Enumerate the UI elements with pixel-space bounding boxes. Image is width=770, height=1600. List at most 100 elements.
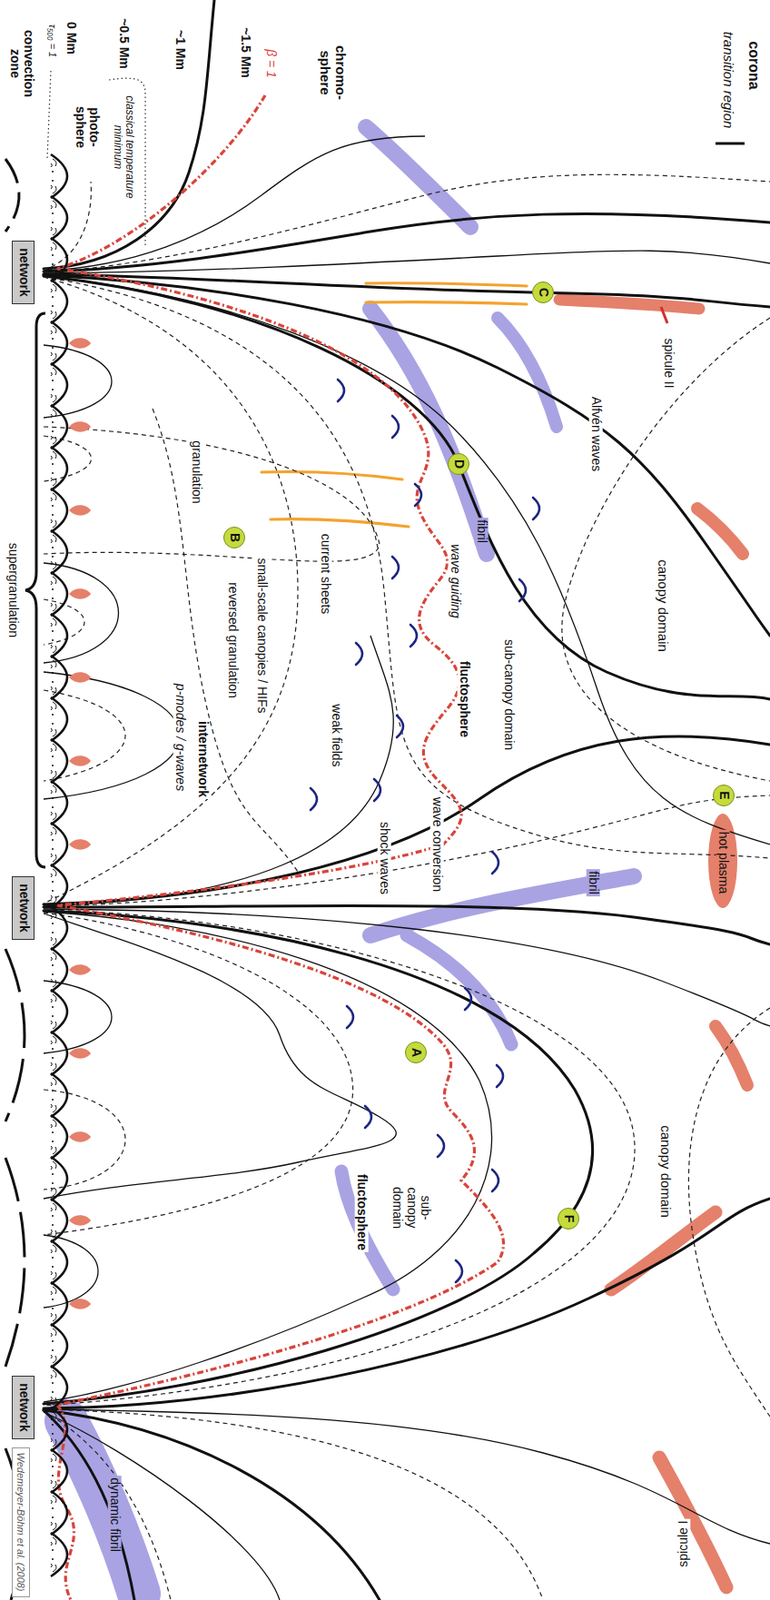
granule <box>50 613 68 658</box>
small-loop <box>43 1089 126 1190</box>
granule <box>50 196 68 240</box>
annotation-label: internetwork <box>195 719 209 800</box>
reversed-granule <box>69 1214 91 1225</box>
canopy-loop <box>43 911 493 1402</box>
callout-circle: D <box>447 453 470 475</box>
field-line <box>43 635 394 907</box>
tau-one-line <box>47 70 51 159</box>
network-box: network <box>12 1375 36 1440</box>
reversed-granule <box>69 337 91 348</box>
field-line <box>43 276 770 845</box>
field-line <box>43 908 770 1027</box>
granule <box>50 572 68 616</box>
granule <box>50 530 68 574</box>
shock-wave <box>437 1135 445 1157</box>
shock-wave <box>310 788 317 810</box>
annotation-label: τ₅₀₀ = 1 <box>47 22 59 60</box>
shock-wave <box>410 624 417 647</box>
annotation-label: fibril <box>473 517 488 545</box>
annotation-label: ~1.5 Mm <box>237 25 252 80</box>
callout-circle: B <box>223 526 246 549</box>
hot-plasma-blob <box>697 508 743 554</box>
network-box: network <box>12 876 36 940</box>
granule <box>50 697 68 741</box>
annotation-label: canopy domain <box>658 1123 674 1220</box>
granule <box>50 1073 68 1117</box>
annotation-label: sub- canopy domain <box>390 1184 433 1231</box>
spicule-marker <box>661 306 668 324</box>
reversed-granule <box>69 964 91 975</box>
callout-circle: C <box>532 281 554 304</box>
shock-wave <box>492 851 499 874</box>
annotation-label: classical temperature minimum <box>111 81 136 213</box>
granule <box>50 446 68 491</box>
network-label: network <box>16 247 30 297</box>
annotation-label: supergranulation <box>5 541 20 640</box>
shock-wave <box>533 497 540 520</box>
field-line <box>43 1410 135 1600</box>
hot-plasma-blob <box>708 813 738 909</box>
annotation-label: ~1 Mm <box>172 28 187 72</box>
shock-wave <box>464 987 472 1010</box>
annotation-label: sub-canopy domain <box>501 637 515 752</box>
chromosphere-fibril <box>365 127 471 228</box>
annotation-label: hot plasma <box>715 829 730 896</box>
network-box: network <box>12 240 36 305</box>
shock-wave <box>519 579 526 602</box>
annotation-label: photo- sphere <box>73 104 102 150</box>
field-line <box>43 274 770 307</box>
field-line <box>43 174 770 273</box>
spicule-type-ii <box>559 299 700 309</box>
granule <box>50 237 68 282</box>
annotation-label: fluctosphere <box>354 1172 368 1253</box>
granule <box>50 947 68 992</box>
shock-wave <box>346 1006 354 1028</box>
small-loop <box>43 562 119 663</box>
callout-letter: E <box>716 790 731 800</box>
small-loop <box>43 599 85 645</box>
granule <box>50 989 68 1034</box>
field-line <box>43 213 770 272</box>
supergranule-cell <box>5 158 20 232</box>
granule <box>50 655 68 700</box>
annotation-label: reversed granulation <box>225 580 239 701</box>
shock-wave <box>365 1105 372 1128</box>
transition-region-mark <box>715 142 745 146</box>
callout-circle: E <box>712 784 735 807</box>
small-loop <box>43 980 112 1054</box>
granule <box>50 822 68 867</box>
granule <box>50 321 68 366</box>
callout-letter: F <box>561 1214 575 1224</box>
annotation-label: ~0.5 Mm <box>116 16 130 71</box>
granule <box>50 488 68 533</box>
shock-wave <box>337 379 345 402</box>
current-sheet <box>365 302 527 305</box>
weak-field-line <box>152 408 298 872</box>
field-line <box>43 736 770 905</box>
field-line <box>43 913 396 1199</box>
shock-wave <box>414 483 422 506</box>
small-loop <box>43 671 180 800</box>
reversed-granule <box>69 421 91 432</box>
shock-wave <box>496 1065 504 1087</box>
granule <box>50 363 68 407</box>
small-loop <box>43 1234 99 1308</box>
annotation-label: p-modes / g-waves <box>172 681 187 793</box>
shock-wave <box>492 1169 499 1192</box>
field-line <box>43 0 215 269</box>
granule <box>50 1532 68 1577</box>
supergranule-cell <box>5 1157 25 1367</box>
annotation-label: spicule I <box>676 1518 691 1569</box>
granule <box>50 404 68 449</box>
granule <box>50 1365 68 1410</box>
granule <box>50 1449 68 1493</box>
annotation-label: small-scale canopies / HIFs <box>254 555 268 715</box>
granule <box>50 1031 68 1076</box>
callout-circle: A <box>404 1041 427 1064</box>
field-line <box>43 1409 770 1544</box>
fibril-band <box>341 1171 394 1290</box>
field-line <box>43 276 770 859</box>
annotation-label: transition region <box>720 29 737 131</box>
